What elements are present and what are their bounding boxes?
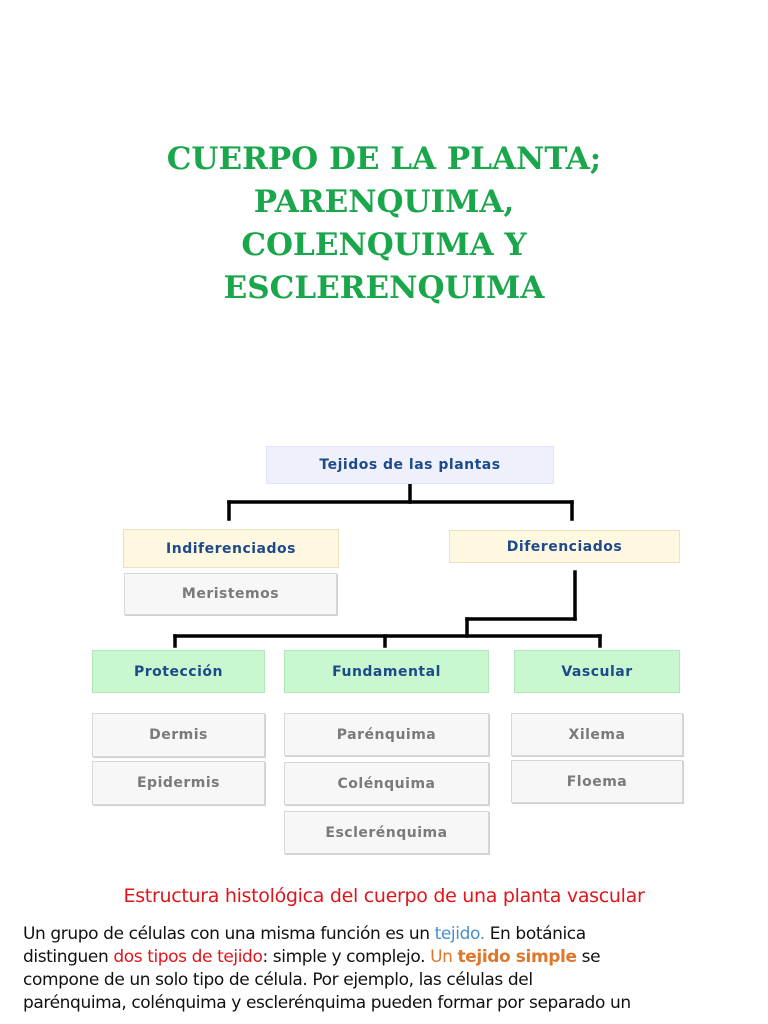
leaf-meristemos: Meristemos — [124, 573, 337, 615]
term-tejido: tejido — [434, 924, 480, 944]
text-run: se — [576, 947, 601, 967]
text-run: distinguen — [23, 947, 114, 967]
group-vascular: Vascular — [514, 650, 680, 693]
leaf-epidermis: Epidermis — [92, 761, 265, 805]
text-run: En botánica — [489, 924, 586, 944]
title-line: PARENQUIMA, — [253, 184, 515, 220]
paragraph-line: parénquima, colénquima y esclerénquima p… — [23, 993, 631, 1013]
title-line: COLENQUIMA Y — [241, 227, 527, 263]
leaf-dermis: Dermis — [92, 713, 265, 757]
leaf-colenquima: Colénquima — [284, 762, 489, 805]
title-line: ESCLERENQUIMA — [223, 270, 545, 306]
leaf-parenquima: Parénquima — [284, 713, 489, 756]
paragraph-line: compone de un solo tipo de célula. Por e… — [23, 970, 533, 990]
group-proteccion: Protección — [92, 650, 265, 693]
text-run: Un grupo de células con una misma funció… — [23, 924, 435, 944]
section-heading: Estructura histológica del cuerpo de una… — [123, 885, 645, 907]
category-diferenciados: Diferenciados — [449, 530, 680, 563]
page-title: CUERPO DE LA PLANTA; PARENQUIMA, COLENQU… — [0, 138, 768, 310]
text-run: Un — [430, 947, 458, 967]
leaf-xilema: Xilema — [511, 713, 683, 756]
title-line: CUERPO DE LA PLANTA; — [166, 141, 602, 177]
paragraph-line: distinguen dos tipos de tejido: simple y… — [23, 946, 703, 969]
body-paragraph: Un grupo de células con una misma funció… — [23, 923, 703, 1015]
term-dos-tipos: dos tipos de tejido — [113, 947, 263, 967]
text-run: : simple y complejo. — [262, 947, 431, 967]
term-tejido-simple: tejido simple — [457, 947, 577, 967]
root-node: Tejidos de las plantas — [266, 446, 554, 484]
category-indiferenciados: Indiferenciados — [123, 529, 339, 568]
paragraph-line: Un grupo de células con una misma funció… — [23, 923, 703, 946]
group-fundamental: Fundamental — [284, 650, 489, 693]
leaf-esclerenquima: Esclerénquima — [284, 811, 489, 854]
leaf-floema: Floema — [511, 760, 683, 803]
text-run: . — [479, 924, 490, 944]
